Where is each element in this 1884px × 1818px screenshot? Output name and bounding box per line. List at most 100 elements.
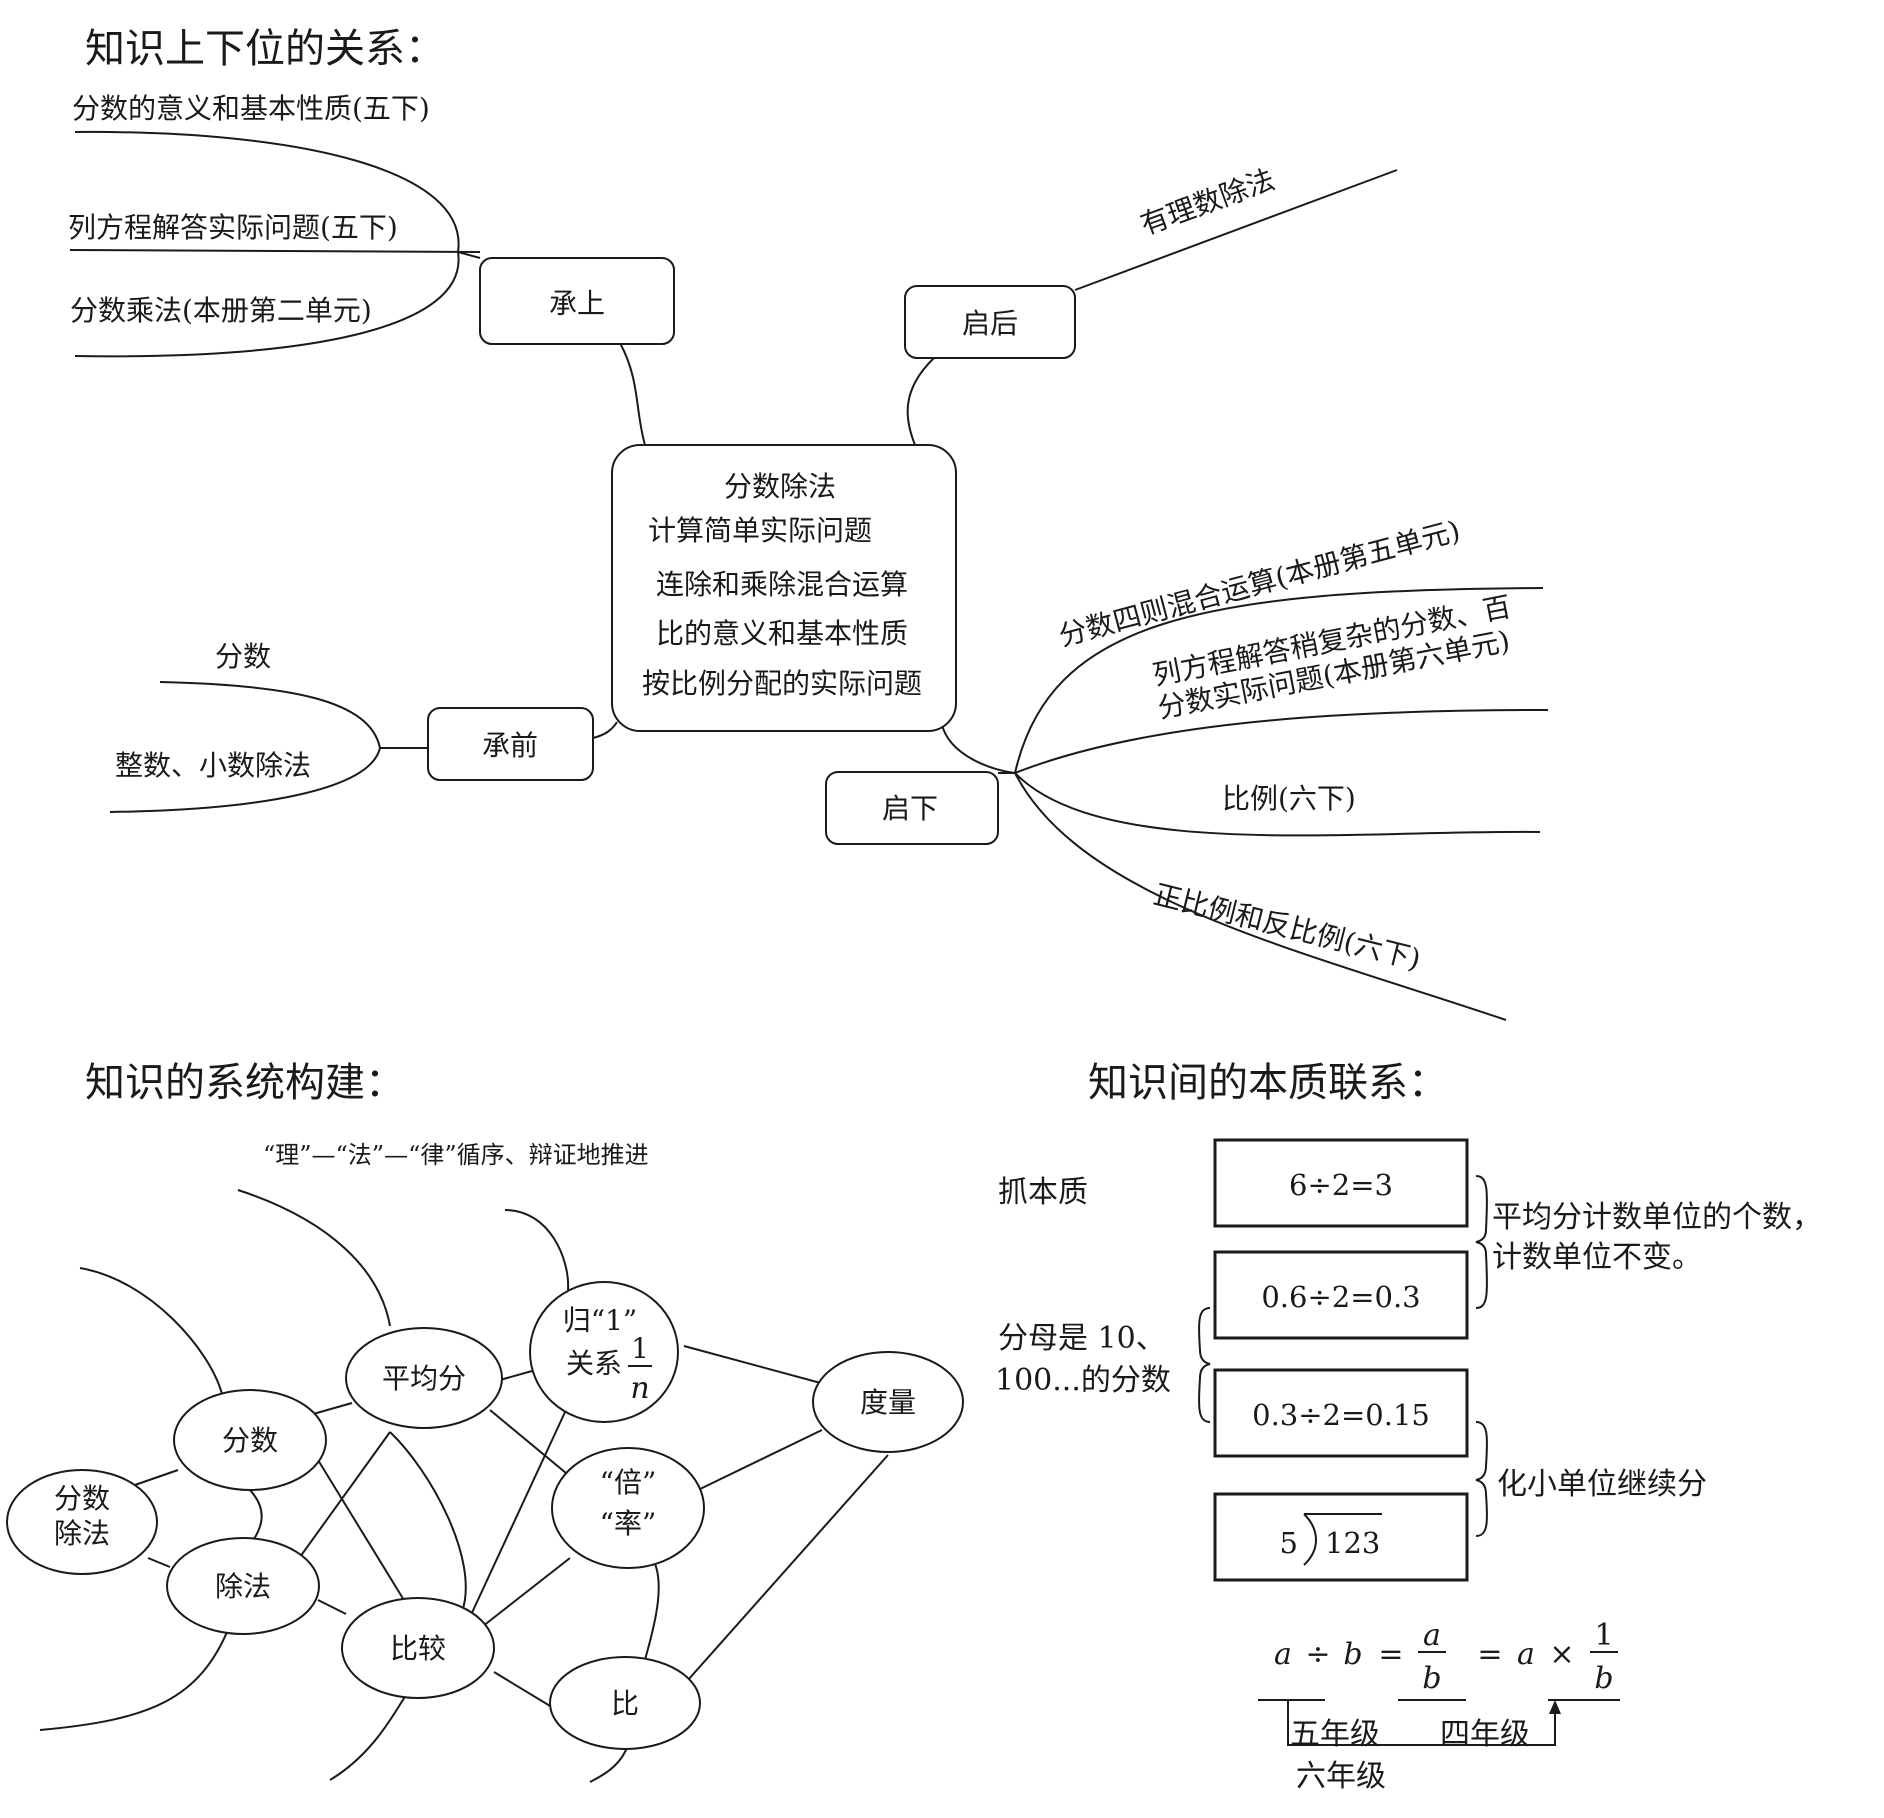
long-division: 5 123	[1280, 1513, 1382, 1566]
chengshang-item: 列方程解答实际问题(五下)	[68, 211, 398, 244]
link-line	[299, 1431, 391, 1558]
hierarchy-heading: 知识上下位的关系：	[85, 26, 445, 72]
outer-curve	[589, 1744, 629, 1783]
system-section: 知识的系统构建： “理”—“法”—“律”循序、辩证地推进	[6, 1060, 964, 1783]
link-line	[317, 1459, 411, 1611]
center-topic-line: 计算简单实际问题	[648, 514, 872, 547]
node-bi	[549, 1656, 701, 1750]
outer-curve	[79, 1267, 223, 1395]
grade-annotations: 五年级 四年级 六年级	[1258, 1699, 1620, 1794]
long-division-box	[1213, 1492, 1469, 1582]
link-curve	[389, 1431, 467, 1613]
node-pingjunfen	[345, 1327, 503, 1429]
fraction-denominator: n	[630, 1371, 649, 1406]
branch-joint-chengshang	[457, 251, 481, 259]
grade-label-6: 六年级	[1296, 1759, 1386, 1794]
node-chengshang-label: 承上	[549, 287, 605, 320]
formula-term: a	[1274, 1637, 1292, 1672]
chengshang-item: 分数的意义和基本性质(五下)	[72, 92, 430, 125]
equation-box-text: 6÷2=3	[1289, 1168, 1393, 1202]
qixia-item: 正比例和反比例(六下)	[1150, 878, 1424, 976]
link-line	[131, 1469, 179, 1487]
link-line	[687, 1454, 889, 1681]
note-label-1: 平均分计数单位的个数，	[1492, 1200, 1822, 1235]
equation-box-text: 0.3÷2=0.15	[1252, 1398, 1430, 1432]
formula-term: b	[1343, 1637, 1362, 1672]
center-topic-line: 按比例分配的实际问题	[642, 667, 922, 700]
node-chengqian-box	[427, 707, 594, 781]
center-topic-line: 连除和乘除混合运算	[656, 568, 908, 601]
center-topic-line: 分数除法	[724, 470, 836, 503]
division-formula: a ÷ b = a b = a × 1 b	[1274, 1618, 1618, 1696]
node-chufa	[166, 1537, 320, 1635]
link-line	[489, 1409, 573, 1479]
node-chengqian-label: 承前	[482, 729, 538, 762]
node-chengshang-box	[479, 257, 675, 345]
node-beilv-label-2: “率”	[600, 1507, 657, 1540]
node-qihou-label: 启后	[962, 307, 1018, 340]
hierarchy-section: 知识上下位的关系： 承上 启后 承前	[68, 26, 1549, 1021]
node-fenshu-chufa-label-1: 分数	[54, 1482, 110, 1515]
equation-box	[1213, 1138, 1469, 1228]
outer-curve	[504, 1209, 570, 1291]
formula-term: b	[1594, 1661, 1613, 1696]
link-line	[697, 1429, 823, 1491]
node-fenshu-label: 分数	[222, 1424, 278, 1457]
equation-box-text: 0.6÷2=0.3	[1261, 1280, 1420, 1314]
denominator-label-2: 100...的分数	[995, 1363, 1171, 1398]
link-line	[317, 1599, 347, 1615]
node-fenshu-chufa-label-2: 除法	[54, 1517, 110, 1550]
node-bijiao-label: 比较	[390, 1632, 446, 1665]
node-chufa-label: 除法	[215, 1570, 271, 1603]
node-duliang	[812, 1351, 964, 1453]
node-beilv	[551, 1447, 705, 1569]
node-gui1	[529, 1281, 679, 1423]
hierarchy-connectors	[69, 130, 1549, 1021]
formula-term: 1	[1594, 1618, 1613, 1653]
branch-line-chengqian-2	[109, 747, 381, 813]
node-pingjunfen-label: 平均分	[382, 1362, 466, 1395]
branch-line-qixia-2	[1014, 709, 1549, 774]
node-qihou-box	[904, 285, 1076, 359]
grade-label-4: 四年级	[1440, 1717, 1530, 1752]
chengqian-item: 分数	[215, 640, 271, 673]
grade-connector	[1287, 1700, 1556, 1746]
link-line	[147, 1557, 171, 1568]
node-gui1-label-1: 归“1”	[563, 1304, 637, 1337]
formula-term: a	[1423, 1618, 1441, 1653]
branch-line-chengshang-3	[74, 251, 460, 358]
long-division-divisor: 5	[1280, 1526, 1298, 1560]
branch-line-chengshang-2	[69, 249, 481, 253]
fraction-one-over-n: 1 n	[628, 1332, 652, 1406]
link-line	[477, 1557, 571, 1631]
outer-curve	[329, 1689, 411, 1781]
essence-section: 知识间的本质联系： 抓本质 分母是 10、 100...的分数 6÷2=3 0.…	[995, 1060, 1822, 1794]
note-label-2: 计数单位不变。	[1492, 1240, 1702, 1275]
fraction-numerator: 1	[631, 1332, 649, 1365]
branch-line-qixia-4	[1014, 772, 1507, 1021]
system-subtitle: “理”—“法”—“律”循序、辩证地推进	[263, 1141, 649, 1169]
node-bijiao	[341, 1597, 495, 1699]
denominator-label-1: 分母是 10、	[998, 1321, 1166, 1356]
formula-operator: ÷	[1305, 1637, 1330, 1672]
node-qixia-label: 启下	[882, 792, 938, 825]
equation-box	[1213, 1250, 1469, 1340]
center-topic-lines: 分数除法 计算简单实际问题 连除和乘除混合运算 比的意义和基本性质 按比例分配的…	[642, 470, 922, 700]
formula-operator: =	[1477, 1637, 1502, 1672]
right-brace	[1475, 1175, 1488, 1309]
node-fenshu-chufa	[6, 1469, 158, 1575]
formula-operator: ×	[1549, 1637, 1574, 1672]
long-division-dividend: 123	[1325, 1526, 1380, 1560]
link-center-chengqian	[592, 721, 618, 739]
note-label-3: 化小单位继续分	[1497, 1467, 1707, 1502]
link-curve	[644, 1554, 660, 1661]
arrow-up-icon	[1549, 1700, 1561, 1714]
left-brace	[1198, 1307, 1211, 1423]
right-brace	[1475, 1421, 1488, 1537]
link-line	[683, 1345, 829, 1386]
node-beilv-label-1: “倍”	[600, 1466, 657, 1499]
branch-line-qihou	[1074, 169, 1398, 291]
outer-curve	[39, 1624, 231, 1731]
formula-term: b	[1422, 1661, 1441, 1696]
